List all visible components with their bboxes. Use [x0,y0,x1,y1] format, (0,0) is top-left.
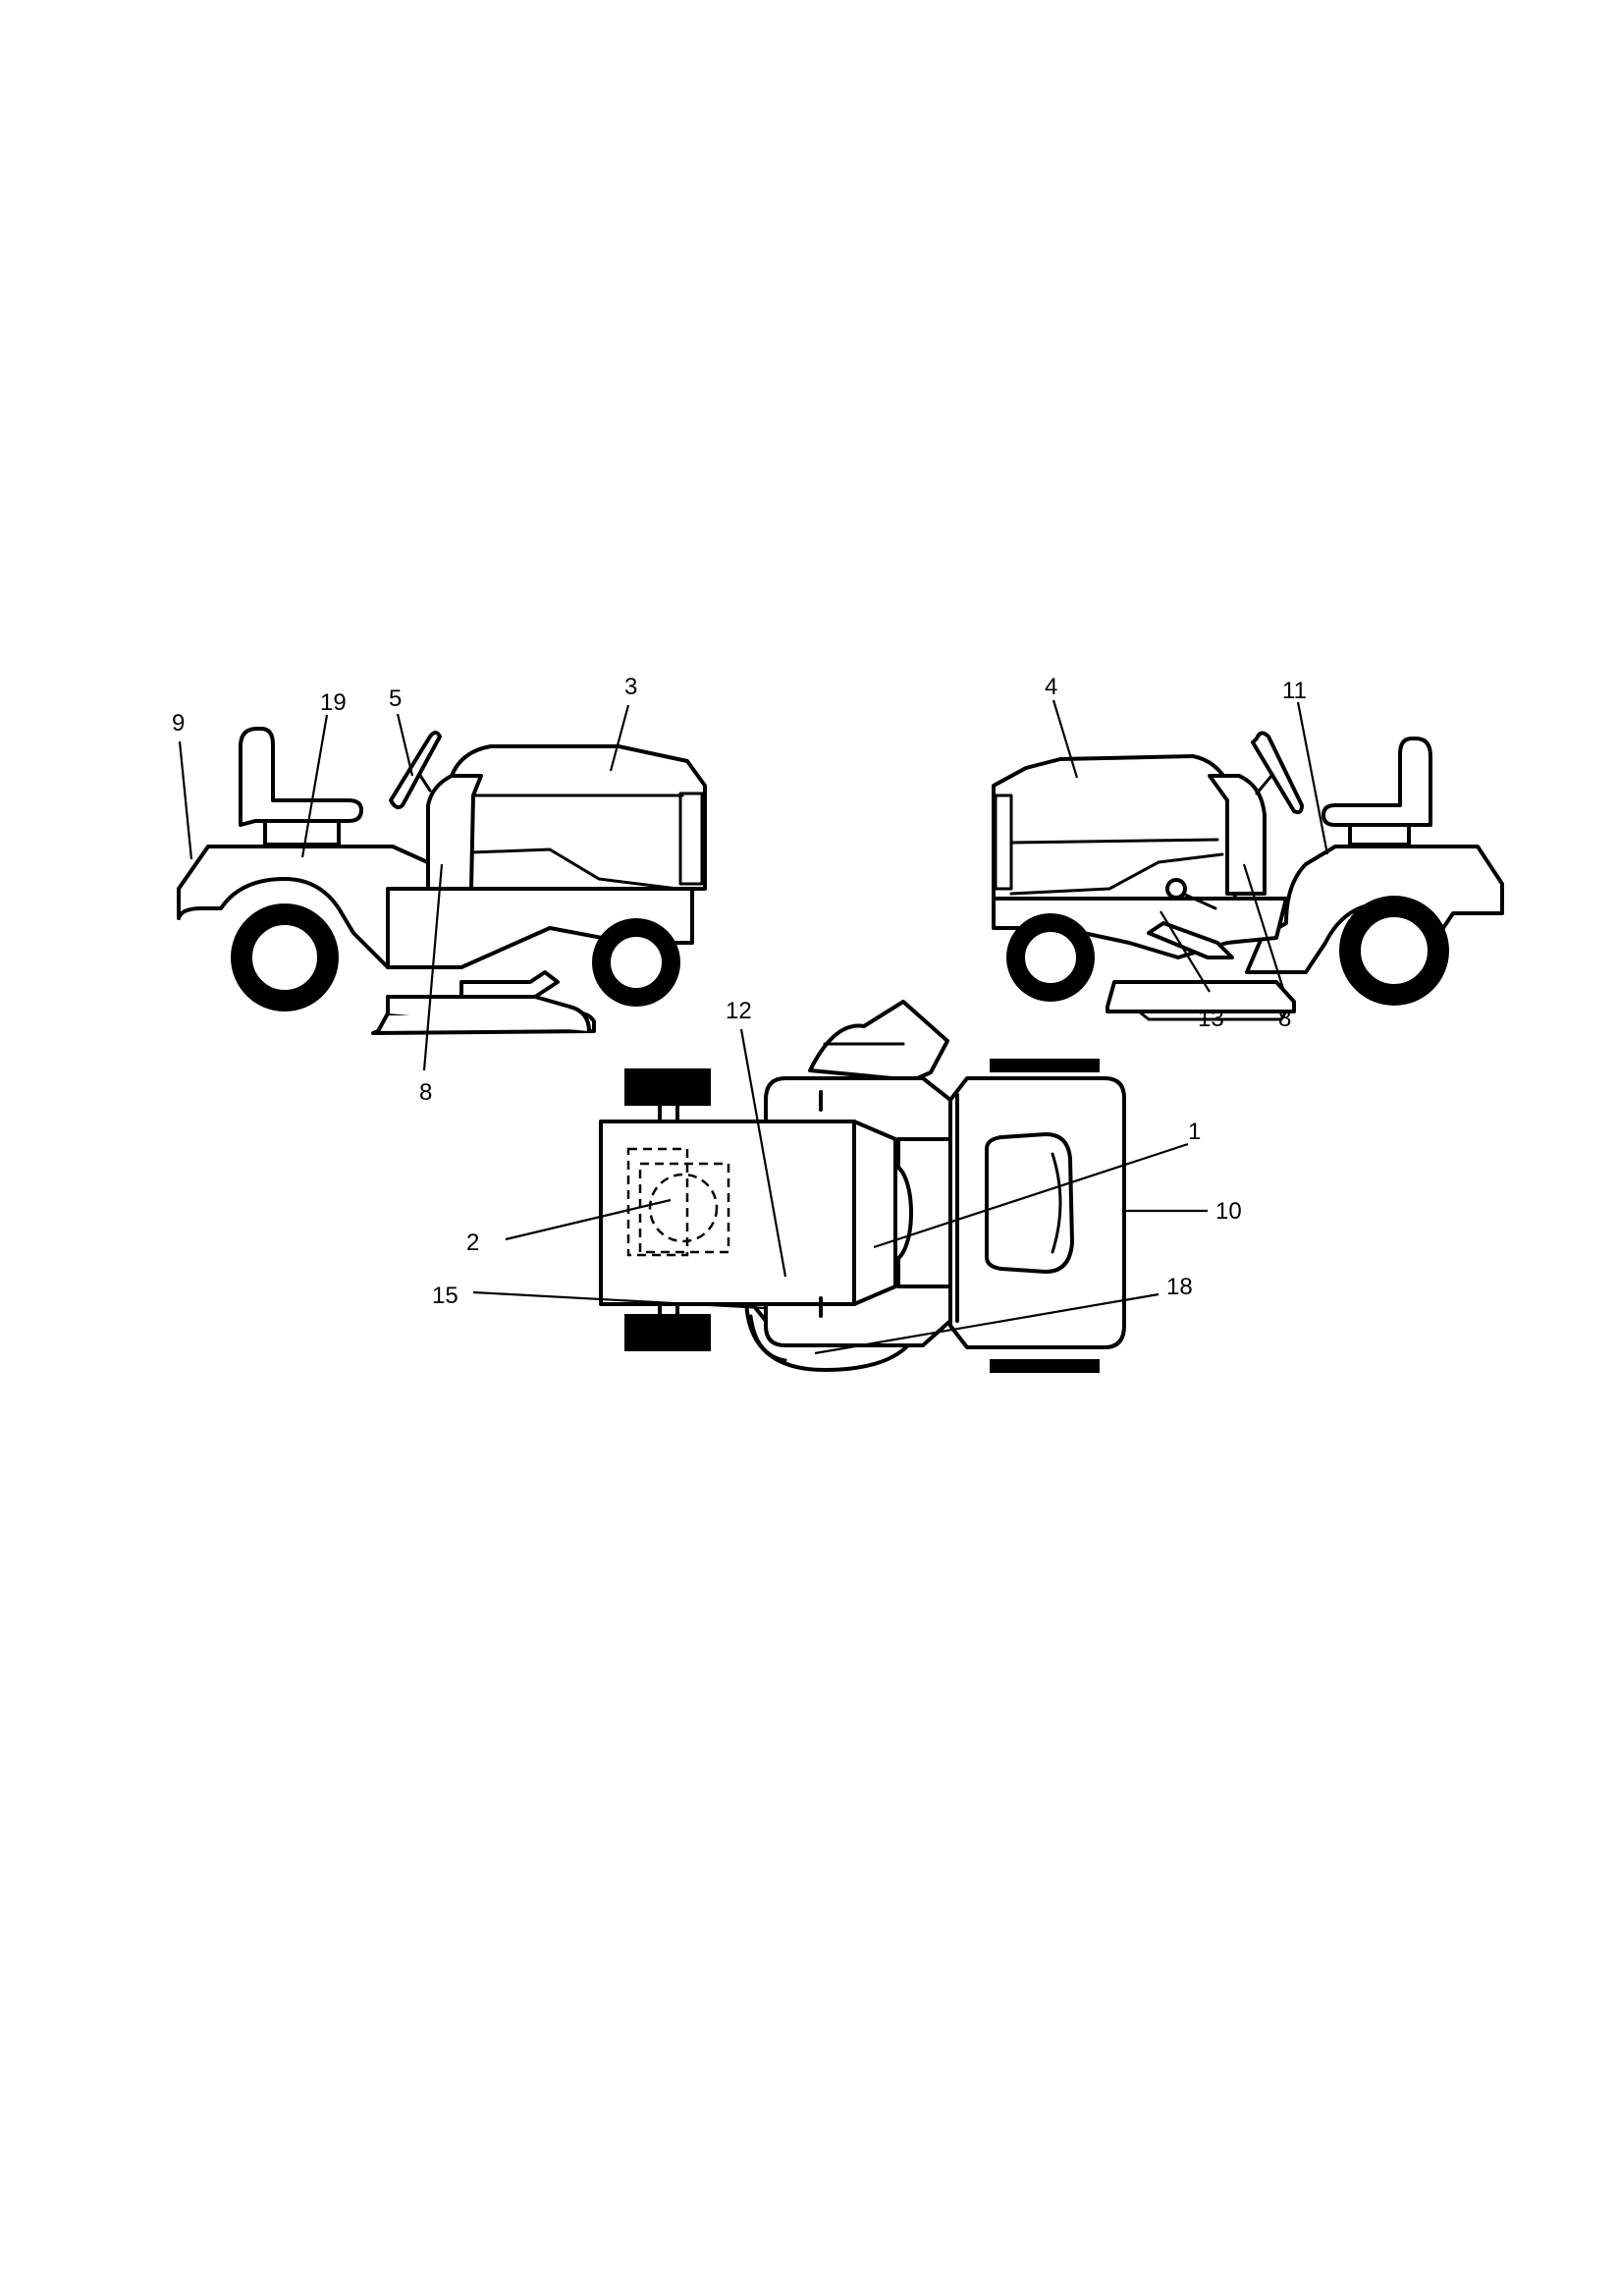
leader-8a [422,863,444,1071]
tractor-top-view [599,1000,1126,1373]
callout-labels: 9 19 5 3 8 4 11 13 8 12 1 10 2 15 18 [172,674,1307,1309]
front-wheel-hub [1023,930,1078,985]
leader-5 [396,713,414,777]
hood-grille [994,793,1013,891]
callout-8b: 8 [1278,1006,1291,1032]
dash-tower [426,774,483,891]
callout-4: 4 [1045,674,1057,700]
rear-wheel-hub [250,923,319,992]
leader-8b [1242,863,1286,993]
callout-12: 12 [726,998,752,1024]
dash-tower [1208,774,1267,896]
seat-support [1348,823,1411,847]
mower-deck [1106,980,1296,1013]
seat [239,727,363,827]
discharge-chute [808,1000,949,1082]
hood [992,754,1237,901]
leader-3 [609,704,630,772]
deck-rim [749,1314,787,1362]
frame [386,887,694,969]
tractor-right-side-view [992,731,1504,1021]
rear-wheel-hub [1359,915,1429,986]
deck-lower [1137,1010,1288,1021]
front-wheel-hub [609,935,664,990]
tractor-left-side-view [177,727,707,1035]
leader-15 [472,1290,765,1310]
front-wheel-top-left [624,1068,711,1106]
seat-back-top [1051,1152,1062,1254]
callout-2: 2 [466,1230,479,1256]
callout-10: 10 [1215,1198,1242,1225]
hood-grille [678,792,704,886]
leader-4 [1052,699,1079,779]
callout-5: 5 [389,685,402,712]
seat-top [985,1132,1074,1274]
pedal [1147,921,1234,959]
leader-1 [873,1142,1189,1249]
seat-support [263,819,341,847]
hood [450,744,707,891]
callout-9: 9 [172,710,185,737]
lift-lever [1181,892,1217,910]
callout-19: 19 [320,689,347,716]
steering-column [1255,774,1273,795]
callout-1: 1 [1188,1119,1201,1145]
steering-wheel [1251,731,1304,815]
leader-19 [300,714,329,858]
rear-wheel-top-left [990,1059,1100,1072]
engine-outline [626,1147,689,1257]
engine-filter [648,1173,719,1243]
steering-wheel [389,731,442,810]
callout-3: 3 [624,674,637,700]
rear-wheel-top-right [990,1359,1100,1373]
lift-lever-knob [1165,878,1187,900]
callout-8a: 8 [419,1079,432,1106]
front-wheel-top-right [624,1314,711,1351]
callout-13: 13 [1198,1006,1224,1032]
leader-13 [1160,910,1211,993]
callout-18: 18 [1166,1274,1193,1300]
leader-2 [505,1198,672,1241]
leader-18 [814,1292,1160,1355]
deck-chute [459,970,560,999]
leader-12 [739,1028,787,1278]
callout-15: 15 [432,1283,458,1309]
callout-11: 11 [1282,678,1307,704]
leader-lines [178,699,1329,1355]
leader-11 [1296,701,1329,855]
leader-9 [178,740,193,860]
hood-side-line [1009,838,1224,896]
hood-side-line [469,793,684,891]
seat [1321,737,1432,827]
deck-body [386,995,591,1032]
